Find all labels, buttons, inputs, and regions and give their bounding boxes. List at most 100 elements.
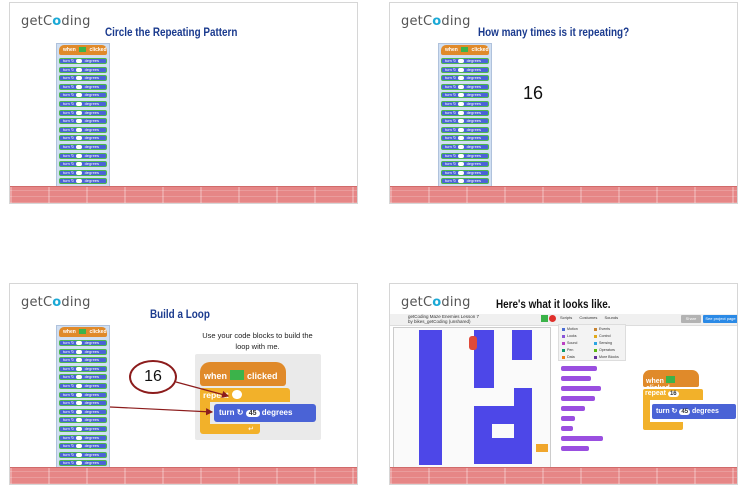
getcoding-logo: getCoding: [21, 14, 91, 29]
repeat-count-callout: 16: [129, 360, 177, 394]
turn-block: turn ↻ degrees: [441, 83, 489, 90]
maze-floor: [10, 467, 357, 484]
turn-block: turn ↻ degrees: [59, 66, 107, 73]
category-operators[interactable]: Operators: [594, 348, 615, 352]
category-control[interactable]: Control: [594, 334, 611, 338]
turn-block: turn ↻ degrees: [59, 374, 107, 381]
slide-title: Circle the Repeating Pattern: [105, 27, 238, 39]
green-flag-button[interactable]: [541, 315, 548, 322]
turn-block: turn ↻ degrees: [59, 434, 107, 441]
project-author: by bikes_getCoding (unshared): [408, 319, 471, 324]
green-flag-icon: [79, 329, 87, 335]
turn-block: turn ↻ degrees: [59, 152, 107, 159]
category-data[interactable]: Data: [562, 355, 575, 359]
script-turn-block[interactable]: turn ↻ 45 degrees: [652, 404, 736, 419]
turn-block: turn ↻ degrees: [59, 169, 107, 176]
turn-block: turn ↻ degrees: [59, 135, 107, 142]
looks-block[interactable]: [561, 406, 585, 411]
category-motion[interactable]: Motion: [562, 327, 578, 331]
looks-block[interactable]: [561, 386, 601, 391]
scratch-stage[interactable]: [393, 327, 551, 468]
category-sound[interactable]: Sound: [562, 341, 577, 345]
turn-block: turn ↻ degrees: [59, 83, 107, 90]
turn-block: turn ↻ degrees: [59, 365, 107, 372]
category-pen[interactable]: Pen: [562, 348, 573, 352]
turn-block: turn ↻ degrees: [441, 118, 489, 125]
turn-block: turn ↻ degrees: [441, 58, 489, 64]
project-name: getCoding Maze Enemies Lesson 7: [408, 314, 480, 319]
turn-block: turn ↻ degrees: [59, 451, 107, 458]
looks-block[interactable]: [561, 446, 589, 451]
looks-block[interactable]: [561, 396, 595, 401]
maze-wall: [474, 330, 494, 388]
turn-block: turn ↻ degrees: [441, 101, 489, 107]
repeat-value[interactable]: 16: [667, 391, 679, 397]
category-more-blocks[interactable]: More Blocks: [594, 355, 619, 359]
share-button[interactable]: Share: [681, 315, 701, 323]
looks-block[interactable]: [561, 366, 597, 371]
category-events[interactable]: Events: [594, 327, 610, 331]
turn-block: turn ↻ degrees: [59, 348, 107, 355]
turn-block: turn ↻ degrees: [59, 118, 107, 125]
maze-floor: [390, 186, 737, 203]
turn-block: turn ↻ degrees: [59, 426, 107, 432]
turn-block: turn ↻ degrees: [59, 383, 107, 389]
maze-wall: [512, 330, 532, 360]
turn-block: turn ↻ degrees: [59, 75, 107, 82]
turn-block: turn ↻ degrees: [59, 417, 107, 424]
arrow-to-repeat: [175, 381, 230, 398]
green-flag-icon: [79, 47, 87, 53]
looks-block[interactable]: [561, 416, 575, 421]
green-flag-icon: [665, 376, 675, 383]
turn-block: turn ↻ degrees: [59, 357, 107, 364]
looks-block[interactable]: [561, 376, 591, 381]
instruction-note: Use your code blocks to build the loop w…: [202, 331, 313, 351]
slide-how-many: getCoding How many times is it repeating…: [389, 2, 738, 204]
tab-costumes[interactable]: Costumes: [579, 315, 598, 320]
turn-block: turn ↻ degrees: [59, 126, 107, 133]
maze-floor: [10, 186, 357, 203]
arrow-to-turn: [109, 406, 214, 416]
slide-title: Here's what it looks like.: [496, 299, 611, 311]
see-project-button[interactable]: See project page: [703, 315, 737, 323]
category-sensing[interactable]: Sensing: [594, 341, 612, 345]
turn-block: turn ↻ degrees: [59, 400, 107, 407]
turn-block: turn ↻ degrees: [441, 109, 489, 116]
editor-tabs: Scripts Costumes Sounds: [560, 315, 624, 320]
script-repeat-block[interactable]: repeat 16: [643, 389, 703, 432]
tab-scripts[interactable]: Scripts: [560, 315, 573, 320]
maze-wall: [419, 330, 442, 465]
turn-value[interactable]: 45: [245, 410, 260, 417]
turn-block: turn ↻ degrees: [59, 408, 107, 415]
category-looks[interactable]: Looks: [562, 334, 577, 338]
slide-scratch-editor: getCoding Here's what it looks like. get…: [389, 283, 738, 485]
looks-block[interactable]: [561, 436, 603, 441]
slide-title: How many times is it repeating?: [478, 27, 630, 39]
turn-block: turn ↻ degrees: [59, 178, 107, 185]
turn-block: turn ↻ degrees: [441, 126, 489, 133]
repeat-count-slot[interactable]: [231, 390, 242, 399]
green-flag-icon: [461, 47, 469, 53]
looks-block[interactable]: [561, 426, 573, 431]
turn-block: turn ↻ degrees: [441, 169, 489, 176]
turn-block: turn ↻ degrees: [441, 135, 489, 142]
loop-arrow-icon: ↵: [248, 426, 254, 433]
turn-block: turn ↻ degrees: [59, 460, 107, 467]
slide-build-loop: getCoding Build a Loop when clicked turn…: [9, 283, 358, 485]
getcoding-logo: getCoding: [401, 295, 471, 310]
turn-block[interactable]: turn ↻ 45 degrees: [214, 404, 316, 422]
turn-block: turn ↻ degrees: [441, 152, 489, 159]
stop-button[interactable]: [549, 315, 556, 322]
arrows-overlay: [109, 381, 230, 416]
tab-sounds[interactable]: Sounds: [604, 315, 619, 320]
turn-value[interactable]: 45: [679, 409, 691, 415]
slide-title: Build a Loop: [150, 309, 210, 321]
cheese-sprite: [536, 444, 548, 452]
turn-block: turn ↻ degrees: [59, 144, 107, 150]
green-flag-icon: [230, 370, 245, 380]
turn-block: turn ↻ degrees: [59, 109, 107, 116]
